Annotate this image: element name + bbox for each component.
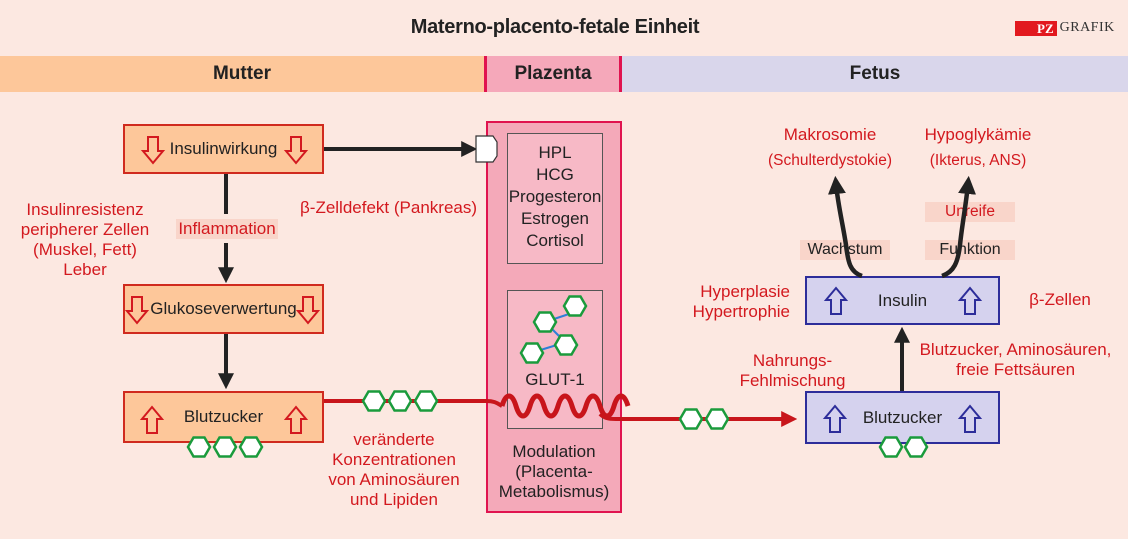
arrow-up-icon [283,405,309,434]
arrow-up-icon [957,286,983,315]
arrow-down-icon [283,136,309,165]
glut1-molecule [553,334,579,356]
insulin-action-label: Insulinwirkung [169,139,278,158]
insulin-resistance-line-3: (Muskel, Fett) [33,240,137,259]
column-header-fetus: Fetus [622,56,1128,92]
arrow-down-icon [140,136,166,165]
arrow-up-icon [823,286,849,315]
hormone-cortisol: Cortisol [526,231,584,250]
molecule-hexagon [238,436,264,458]
molecule-hexagon [387,390,413,412]
nutrients-line-1: Blutzucker, Aminosäuren, [919,340,1112,359]
altered-conc-line-2: Konzentrationen [332,450,456,469]
hormone-progesteron: Progesteron [508,187,602,206]
glut1-molecule [562,295,588,317]
fetal-blood-sugar-label: Blutzucker [862,407,943,427]
macrosomia-note: (Schulterdystokie) [767,152,893,169]
insulin-resistance-line-2: peripherer Zellen [20,220,150,239]
arrow-up-icon [139,405,165,434]
glut1-transport-wave [499,393,631,419]
nutrient-transport-line-right [598,411,798,427]
hypertrophy-label: Hypertrophie [692,302,790,321]
glucose-utilization-label: Glukoseverwertung [150,299,297,318]
altered-conc-line-1: veränderte [353,430,435,449]
modulation-line-2: (Placenta- [515,462,593,481]
hypoglycemia-label: Hypoglykämie [924,125,1032,144]
glut1-molecule [519,342,545,364]
glucose-utilization-box: Glukoseverwertung [123,284,324,334]
molecule-hexagon [678,408,704,430]
nutrients-line-2: freie Fettsäuren [955,360,1076,379]
altered-conc-line-3: von Aminosäuren [328,470,460,489]
beta-cell-defect-label: β-Zelldefekt (Pankreas) [300,198,477,218]
molecule-hexagon [186,436,212,458]
pz-grafik-logo: PZ GRAFIK [1015,20,1115,36]
modulation-line-3: Metabolismus) [498,482,610,501]
column-header-mother: Mutter [0,56,484,92]
molecule-hexagon [878,436,904,458]
inflammation-label: Inflammation [176,219,278,239]
diagram-title: Materno-placento-fetale Einheit [410,16,700,38]
logo-text: GRAFIK [1059,20,1115,35]
molecule-hexagon [704,408,730,430]
placenta-receptor-icon [475,135,498,163]
glut1-molecule [532,311,558,333]
macrosomia-label: Makrosomie [783,125,877,144]
maternal-blood-sugar-label: Blutzucker [183,407,264,426]
arrow-down-icon [295,296,321,325]
hyperplasia-label: Hyperplasie [700,282,790,301]
beta-cell-defect-note: (Pankreas) [393,198,478,217]
arrow-down-icon [124,296,150,325]
hormone-hcg: HCG [536,165,574,184]
fetal-insulin-label: Insulin [877,290,928,310]
hormone-estrogen: Estrogen [520,209,590,228]
column-header-placenta: Plazenta [484,56,622,92]
beta-cells-label: β-Zellen [1029,290,1091,309]
hormones-box: HPL HCG Progesteron Estrogen Cortisol [507,133,603,264]
fetal-insulin-box: Insulin [805,276,1000,325]
molecule-hexagon [361,390,387,412]
hypoglycemia-note: (Ikterus, ANS) [929,152,1027,169]
arrow-function-to-hypoglycemia [941,175,977,279]
modulation-line-1: Modulation [512,442,596,461]
arrow-growth-to-macrosomia [827,175,863,279]
molecule-hexagon [903,436,929,458]
insulin-resistance-line-4: Leber [63,260,107,279]
molecule-hexagon [212,436,238,458]
arrow-up-icon [822,404,848,433]
arrow-up-icon [957,404,983,433]
insulin-resistance-line-1: Insulinresistenz [26,200,144,219]
beta-cell-defect-text: β-Zelldefekt [300,198,390,217]
glut1-label: GLUT-1 [525,370,585,389]
function-label: Funktion [925,240,1015,260]
molecule-hexagon [413,390,439,412]
immaturity-label: Unreife [925,202,1015,222]
malnutrition-label: Nahrungs-Fehlmischung [739,351,846,390]
hormone-hpl: HPL [538,143,572,162]
altered-conc-line-4: und Lipiden [350,490,438,509]
nutrient-transport-line-left [324,399,503,408]
maternal-blood-sugar-box: Blutzucker [123,391,324,443]
fetal-blood-sugar-box: Blutzucker [805,391,1000,444]
logo-mark: PZ [1015,20,1057,36]
